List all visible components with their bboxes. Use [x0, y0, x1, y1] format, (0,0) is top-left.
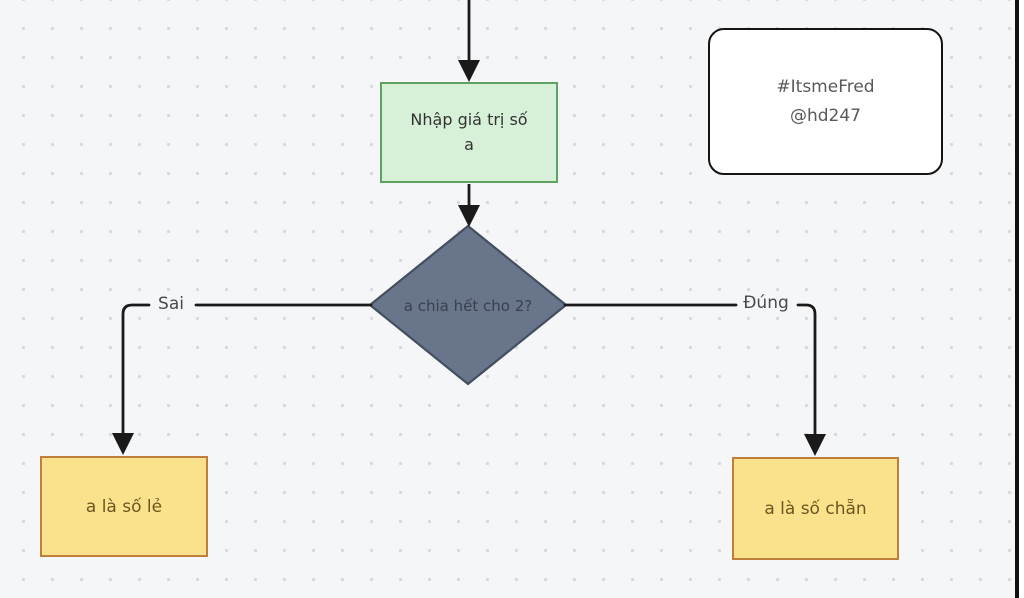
edge-top-into-input	[458, 0, 480, 82]
flowchart-node-input[interactable]: Nhập giá trị số a	[380, 82, 558, 183]
arrowhead-into-decision	[458, 205, 480, 227]
arrowhead-into-even	[804, 434, 826, 456]
edge-input-to-decision	[458, 184, 480, 227]
screen-right-border-line	[1015, 0, 1019, 598]
arrowhead-into-input	[458, 60, 480, 82]
decision-node-label: a chia hết cho 2?	[403, 297, 533, 315]
watermark-line1: #ItsmeFred	[776, 77, 875, 98]
screen-right-white-strip	[1019, 0, 1024, 598]
watermark-card: #ItsmeFred @hd247	[708, 28, 943, 175]
arrowhead-into-odd	[112, 433, 134, 455]
edge-true-branch	[563, 303, 826, 456]
input-node-label-line2: a	[464, 134, 474, 154]
even-node-label: a là số chẵn	[764, 498, 867, 519]
flowchart-node-even[interactable]: a là số chẵn	[732, 457, 899, 560]
odd-node-label: a là số lẻ	[85, 496, 163, 517]
edge-false-branch	[112, 303, 373, 455]
edge-label-true: Đúng	[743, 293, 789, 313]
watermark-line2: @hd247	[789, 105, 861, 126]
edge-false-corner-down	[121, 303, 151, 436]
flowchart-node-odd[interactable]: a là số lẻ	[40, 456, 208, 557]
edge-label-false: Sai	[158, 294, 184, 314]
edge-true-corner-down	[796, 303, 817, 437]
input-node-label-line1: Nhập giá trị số	[410, 109, 528, 129]
